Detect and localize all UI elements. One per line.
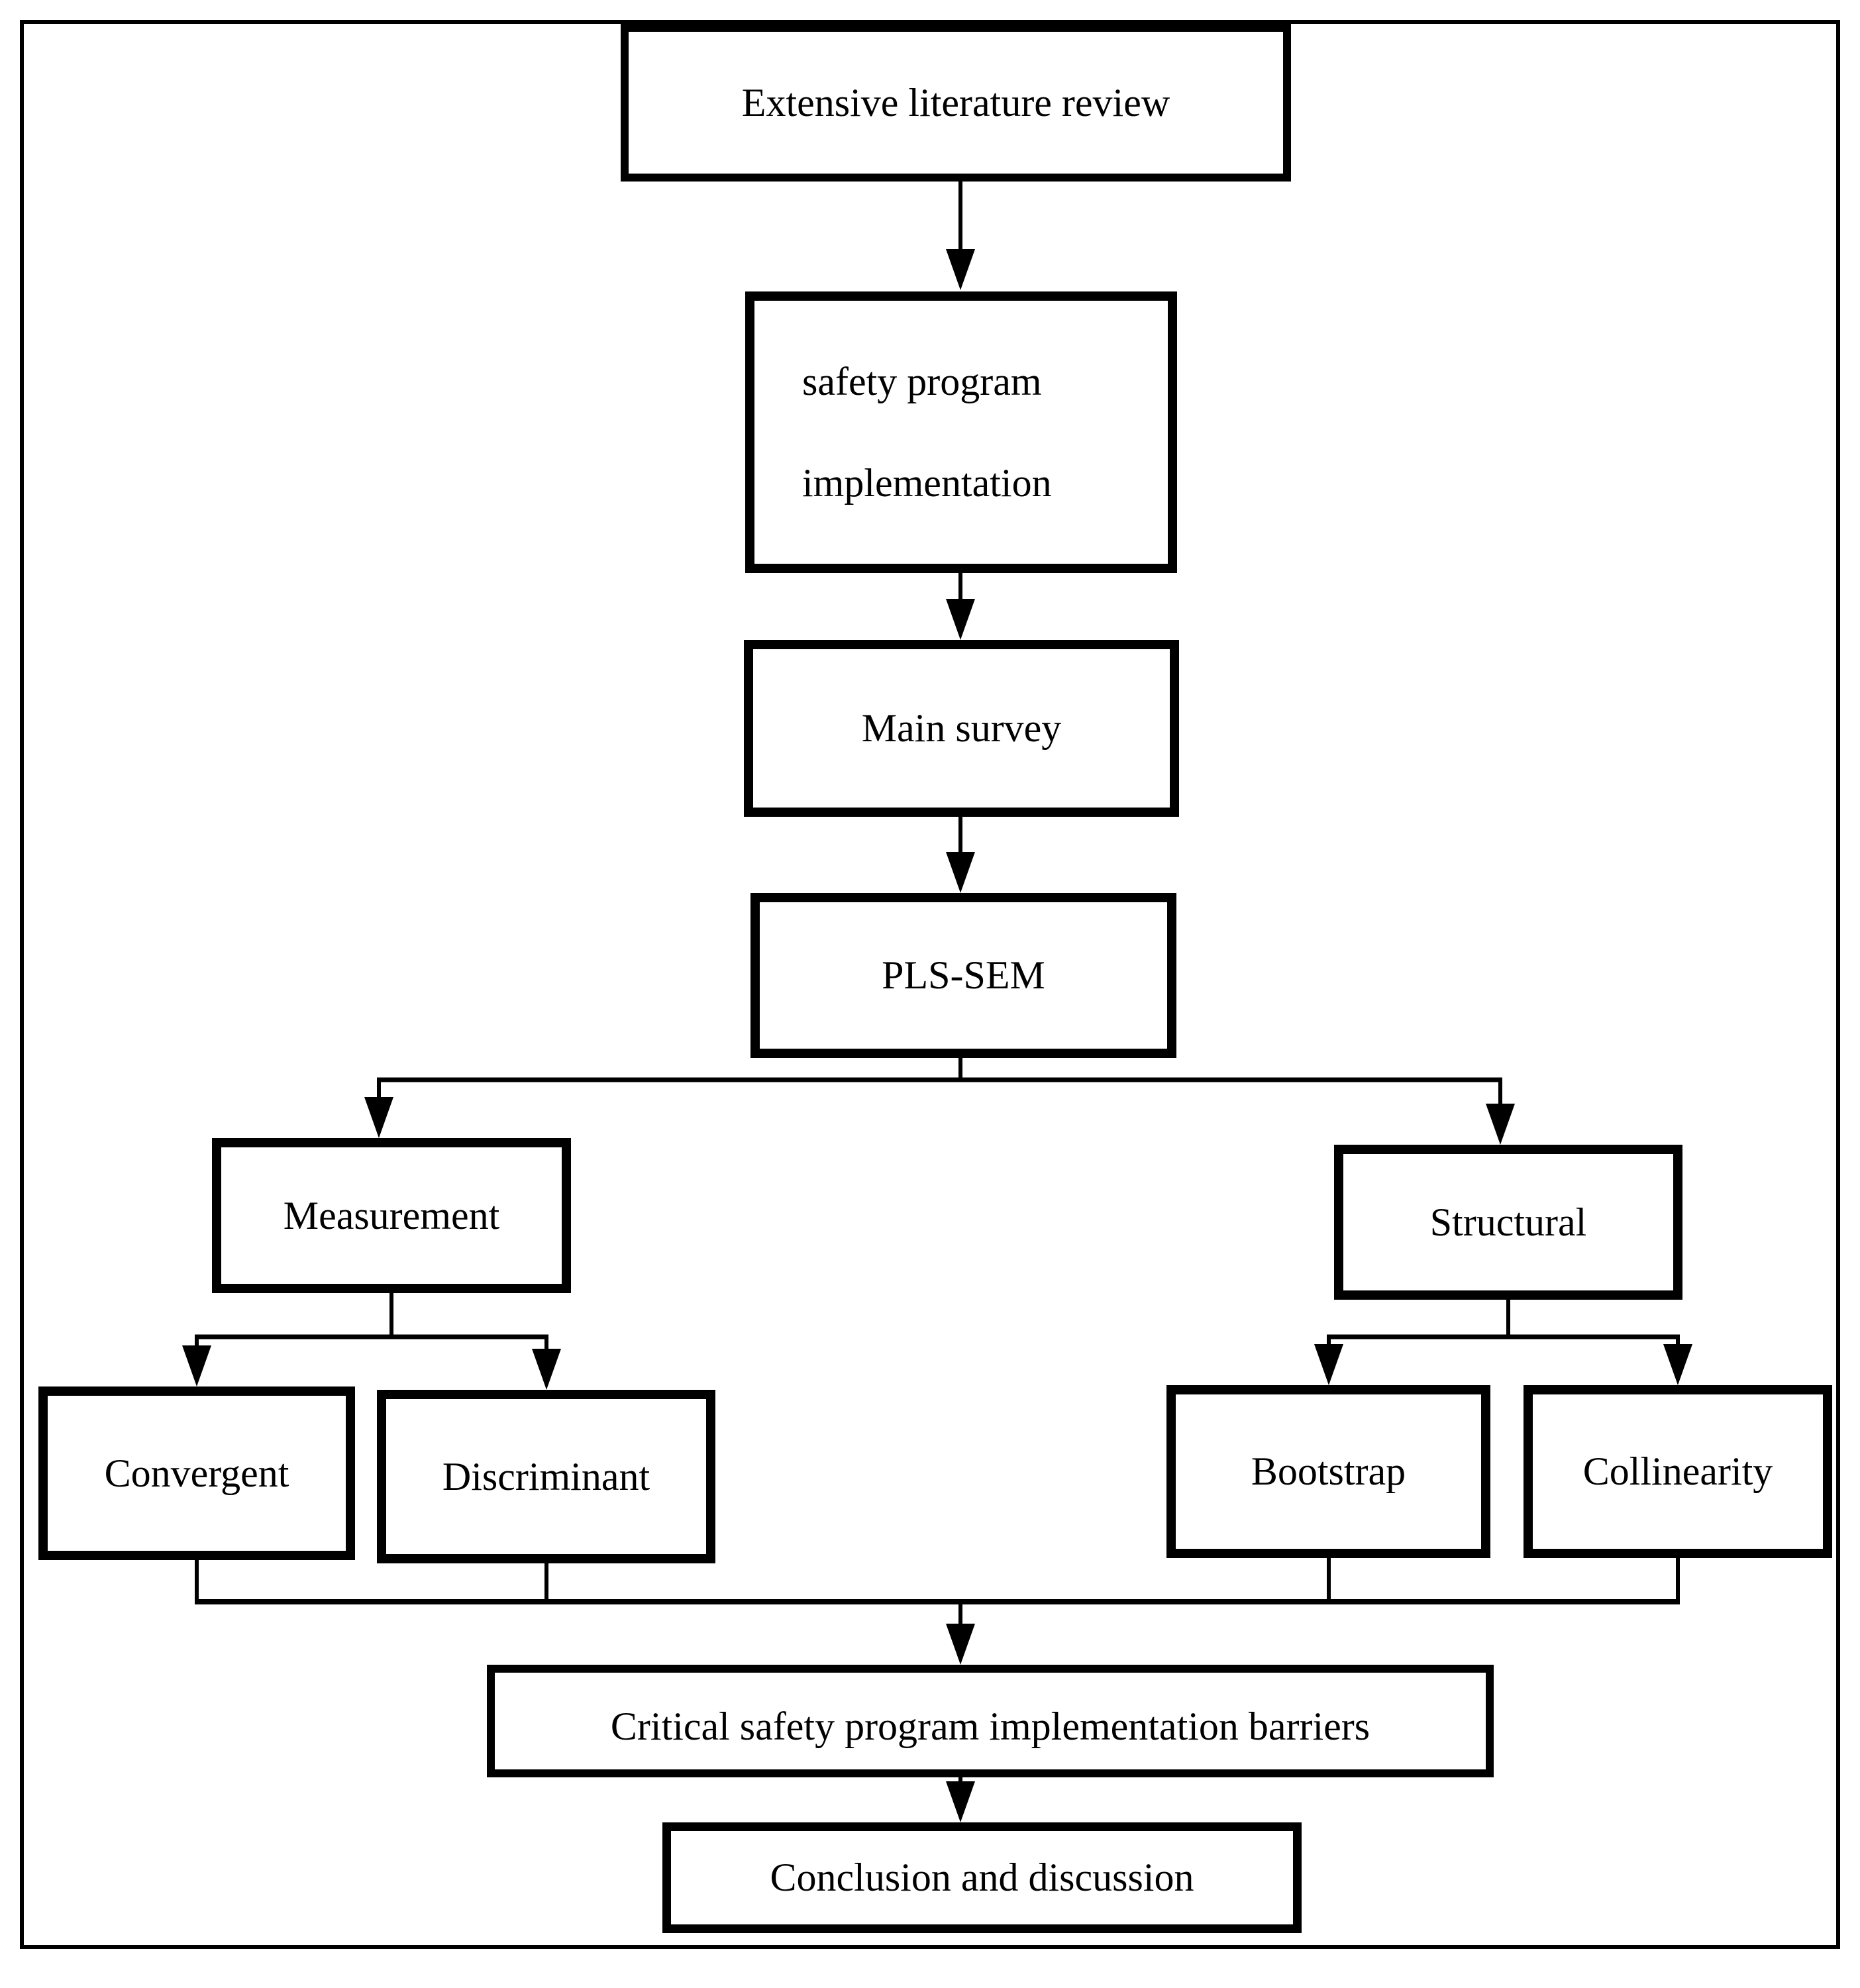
arrow-literature-to-safety xyxy=(946,180,975,290)
arrow-critical-to-conclusion xyxy=(946,1776,975,1822)
node-label: Convergent xyxy=(104,1451,289,1495)
node-label: Bootstrap xyxy=(1251,1449,1406,1493)
branch-structural xyxy=(1314,1298,1692,1385)
branch-measurement xyxy=(182,1292,561,1390)
node-label: Collinearity xyxy=(1582,1449,1773,1493)
node-label: PLS-SEM xyxy=(882,953,1045,997)
node-critical-barriers: Critical safety program implementation b… xyxy=(487,1665,1494,1777)
node-structural: Structural xyxy=(1334,1145,1682,1300)
node-label-line2: implementation xyxy=(802,460,1052,505)
node-label: Discriminant xyxy=(442,1454,650,1498)
node-bootstrap: Bootstrap xyxy=(1166,1385,1490,1558)
node-label: Extensive literature review xyxy=(741,80,1170,125)
node-label: Measurement xyxy=(283,1193,500,1237)
node-collinearity: Collinearity xyxy=(1524,1385,1832,1558)
collector-to-critical xyxy=(195,1557,1680,1665)
node-label: Structural xyxy=(1429,1200,1587,1244)
node-safety-program-implementation: safety program implementation xyxy=(745,291,1177,573)
node-main-survey: Main survey xyxy=(744,640,1179,817)
node-discriminant: Discriminant xyxy=(377,1390,715,1563)
arrow-survey-to-plssem xyxy=(946,815,975,893)
node-label: Critical safety program implementation b… xyxy=(610,1704,1370,1748)
node-literature-review: Extensive literature review xyxy=(621,24,1291,182)
node-convergent: Convergent xyxy=(38,1386,355,1560)
node-measurement: Measurement xyxy=(212,1138,571,1293)
diagram-outer-frame xyxy=(20,20,1840,1949)
node-label: Conclusion and discussion xyxy=(770,1856,1194,1899)
node-pls-sem: PLS-SEM xyxy=(750,893,1176,1058)
node-conclusion: Conclusion and discussion xyxy=(662,1822,1302,1933)
arrow-safety-to-survey xyxy=(946,572,975,640)
split-plssem xyxy=(364,1057,1515,1145)
node-label: Main survey xyxy=(861,706,1062,750)
node-label-line1: safety program xyxy=(802,359,1042,403)
